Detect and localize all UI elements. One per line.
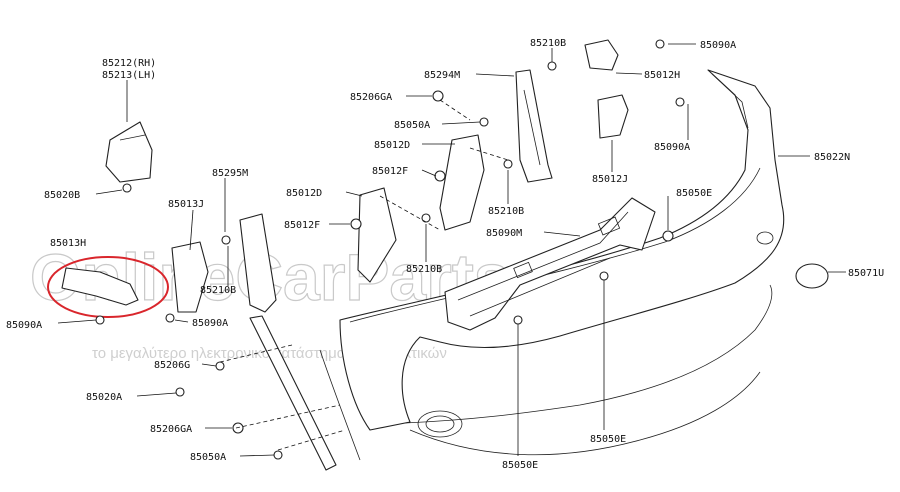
fasteners: [95, 39, 685, 460]
label-85012D-b: 85012D: [286, 188, 322, 199]
bracket-85012J: [597, 94, 629, 139]
highlight-circle: [47, 256, 169, 318]
label-85013J: 85013J: [168, 199, 204, 210]
label-85012D-a: 85012D: [374, 140, 410, 151]
label-85050E-b: 85050E: [590, 434, 626, 445]
reflector-85071U: [795, 263, 829, 289]
bracket-85012H: [584, 39, 619, 71]
label-85013H: 85013H: [50, 238, 86, 249]
label-85294M: 85294M: [424, 70, 460, 81]
stay-85295M: [239, 213, 277, 313]
label-85020A: 85020A: [86, 392, 122, 403]
label-85210B-d: 85210B: [530, 38, 566, 49]
label-85206GA-a: 85206GA: [150, 424, 192, 435]
label-85210B-c: 85210B: [406, 264, 442, 275]
label-85206GA-b: 85206GA: [350, 92, 392, 103]
label-85012H: 85012H: [644, 70, 680, 81]
assembly-dash-lines: [219, 99, 509, 451]
part-labels: 85212(RH) 85213(LH) 85020B 85013J 85013H…: [6, 38, 884, 471]
label-85213: 85213(LH): [102, 70, 156, 81]
label-85050E-c: 85050E: [502, 460, 538, 471]
bracket-85013J: [171, 241, 209, 313]
label-85012F-a: 85012F: [372, 166, 408, 177]
label-85090A-c: 85090A: [700, 40, 736, 51]
reinforcement-beam: [444, 197, 656, 331]
label-85050A-a: 85050A: [190, 452, 226, 463]
side-trim-strip: [249, 315, 337, 471]
label-85090A-b: 85090A: [192, 318, 228, 329]
label-85210B-a: 85210B: [200, 285, 236, 296]
lamp-85212: [105, 121, 153, 183]
label-85071U: 85071U: [848, 268, 884, 279]
bracket-85013H: [61, 267, 139, 306]
label-85050E-a: 85050E: [676, 188, 712, 199]
label-85206G: 85206G: [154, 360, 190, 371]
label-85212: 85212(RH): [102, 58, 156, 69]
bracket-85012D-right: [439, 134, 485, 231]
label-85012J: 85012J: [592, 174, 628, 185]
stay-85294M: [515, 69, 553, 183]
label-85020B: 85020B: [44, 190, 80, 201]
label-85210B-b: 85210B: [488, 206, 524, 217]
label-85090A-a: 85090A: [6, 320, 42, 331]
label-85295M: 85295M: [212, 168, 248, 179]
label-85012F-b: 85012F: [284, 220, 320, 231]
label-85090A-d: 85090A: [654, 142, 690, 153]
label-85050A-b: 85050A: [394, 120, 430, 131]
leader-lines: [57, 43, 846, 457]
label-85090M: 85090M: [486, 228, 522, 239]
bracket-85012D-left: [357, 187, 397, 283]
label-85022N: 85022N: [814, 152, 850, 163]
